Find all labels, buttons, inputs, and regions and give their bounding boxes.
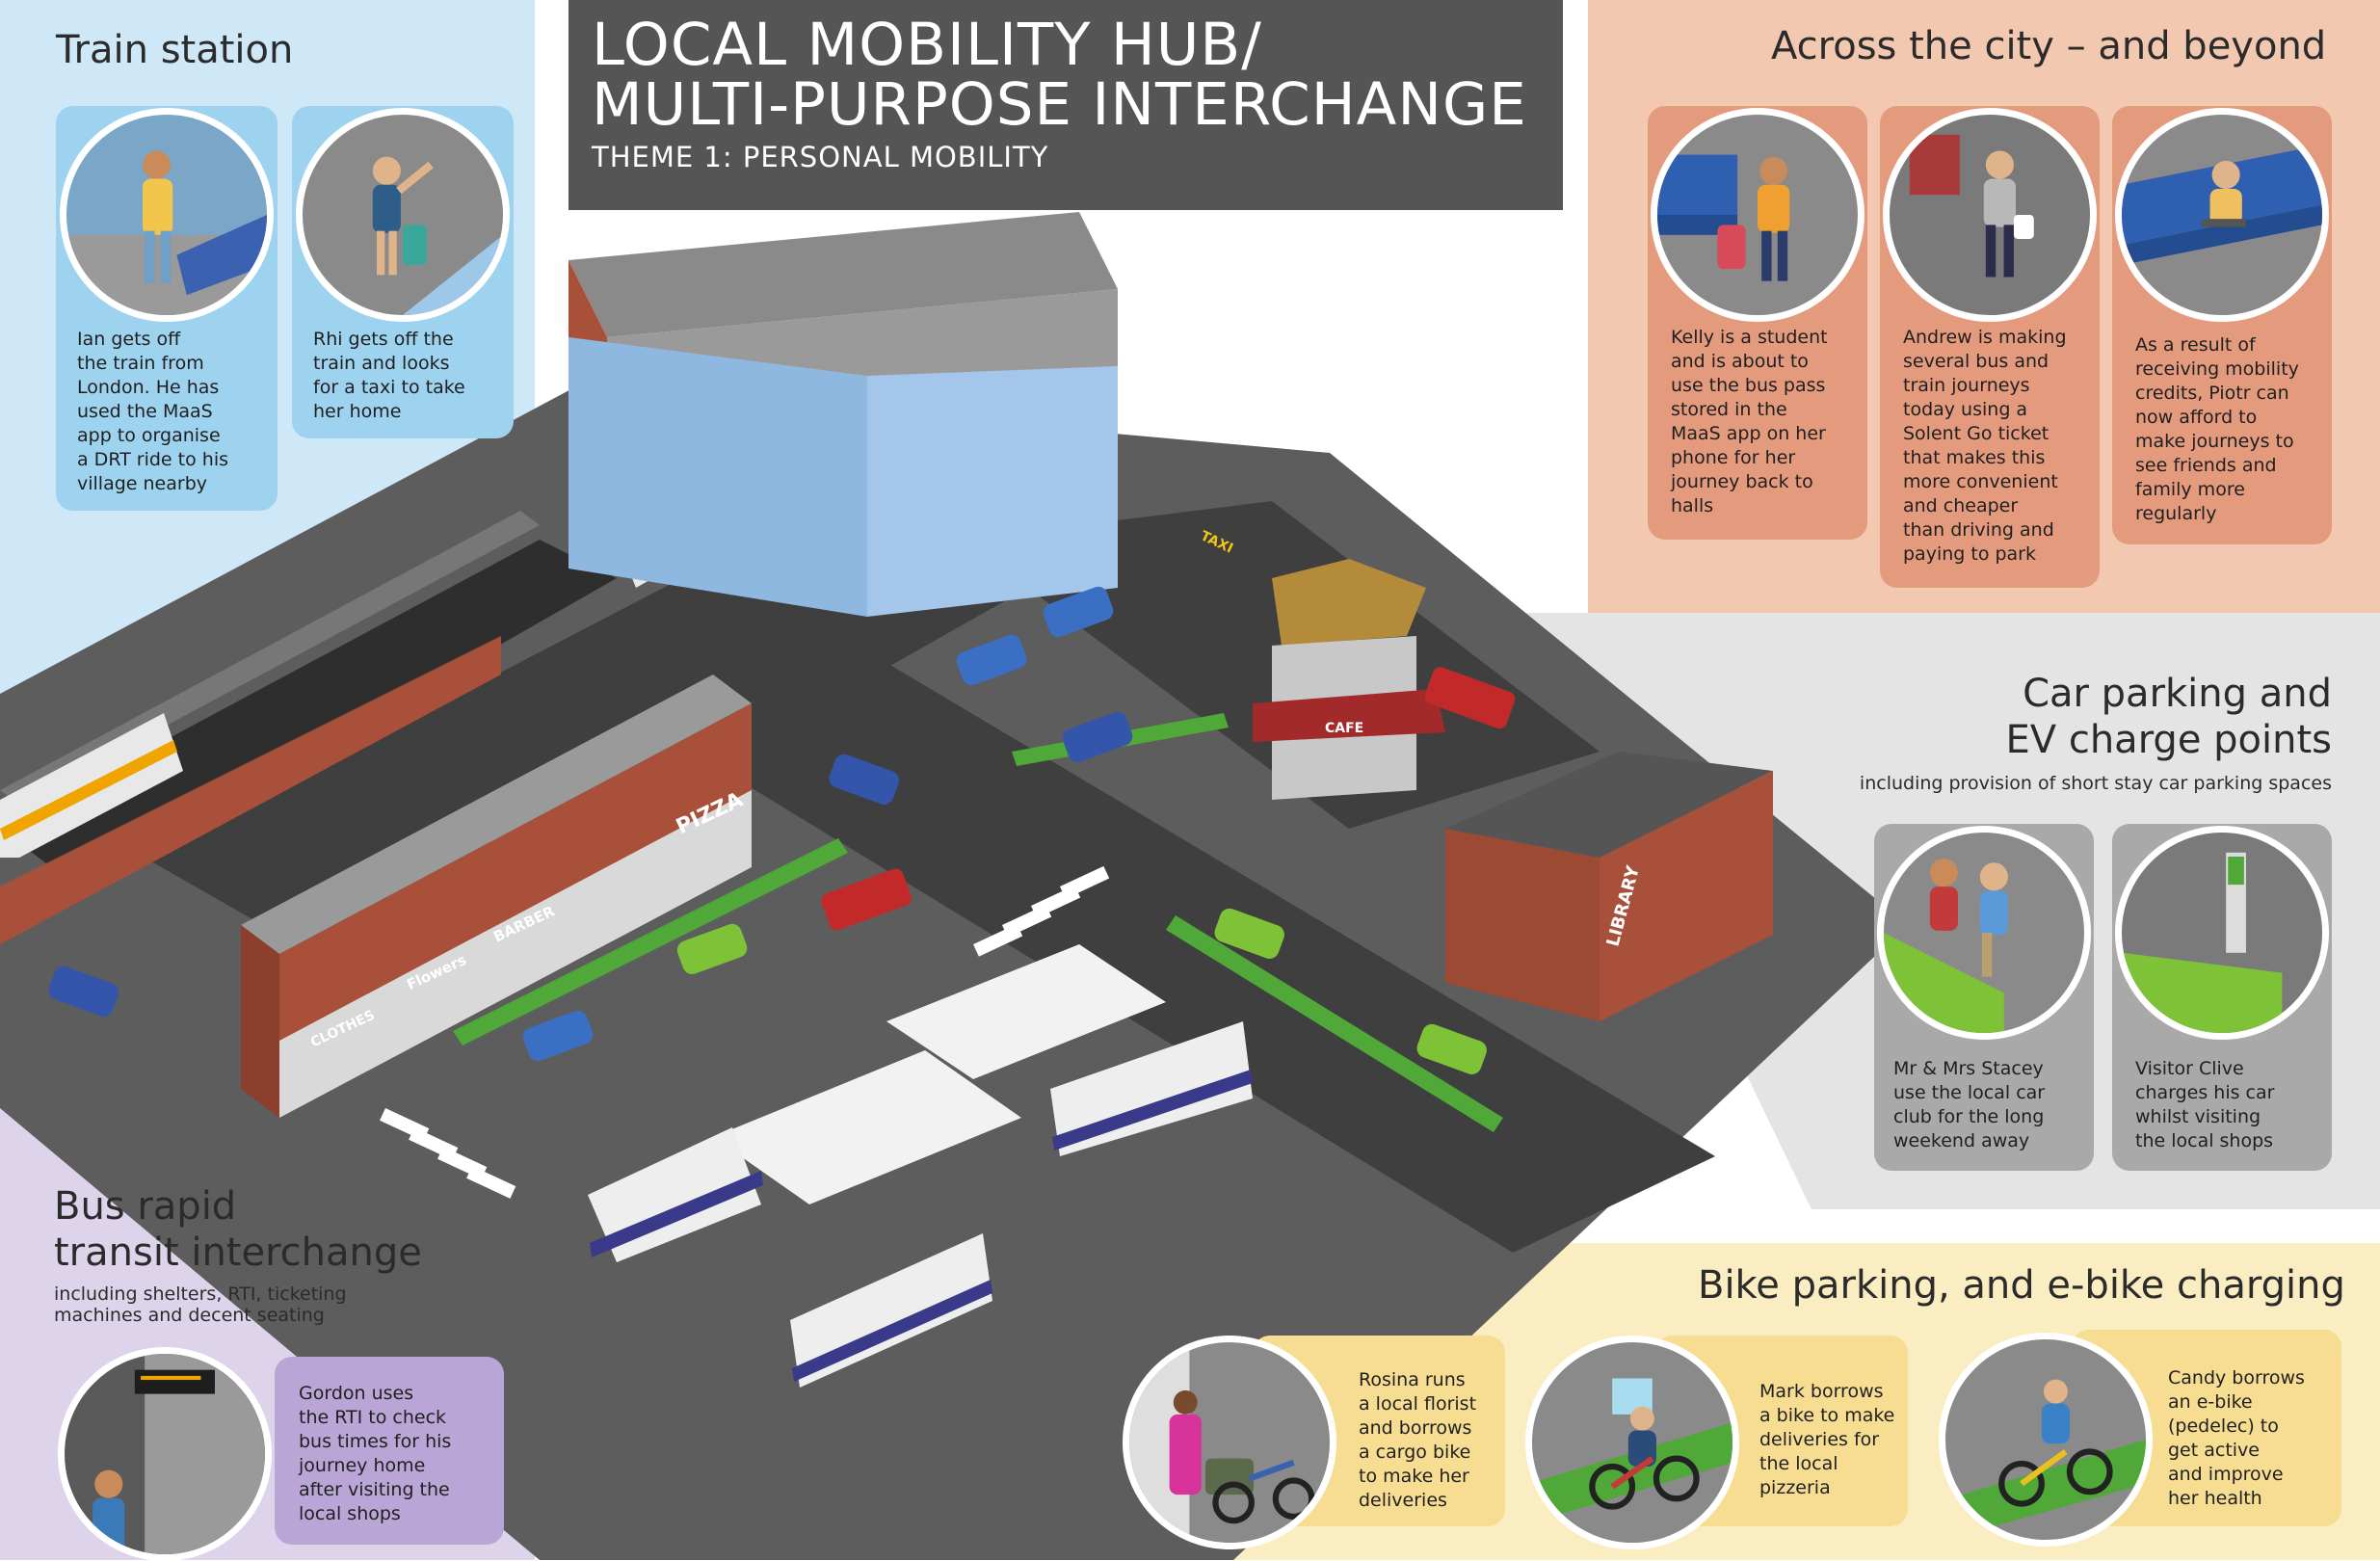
e-bike-icon (1939, 1333, 2153, 1547)
shop-row-side (241, 925, 279, 1118)
traveller-phone-icon (60, 108, 274, 322)
traveller-luggage-icon (296, 108, 510, 322)
library-roof (1445, 752, 1773, 858)
bus-interchange-subheading: including shelters, RTI, ticketing machi… (54, 1283, 347, 1326)
railway-wall (0, 636, 501, 944)
student-bag-icon (1651, 108, 1864, 322)
car-green-2 (1214, 908, 1284, 959)
car-blue-5 (522, 1010, 594, 1062)
bus-interchange-heading: Bus rapid transit interchange (54, 1184, 422, 1275)
cargo-bike-icon (1123, 1336, 1336, 1549)
bus-shelter-2 (886, 944, 1166, 1079)
railway-track (0, 540, 617, 886)
bus-card-gordon (275, 1357, 504, 1545)
rti-display-icon (58, 1347, 272, 1561)
car-green-1 (676, 923, 748, 975)
car-green-3 (1416, 1023, 1487, 1074)
shop-row-roof (241, 675, 752, 954)
title-box: LOCAL MOBILITY HUB/ MULTI-PURPOSE INTERC… (569, 0, 1563, 210)
bus-3-stripe (792, 1280, 992, 1382)
car-blue-3 (829, 754, 899, 805)
bus-2-stripe (1052, 1070, 1253, 1151)
title-line-1: LOCAL MOBILITY HUB/ (592, 11, 1262, 79)
van-red-2 (1424, 667, 1516, 729)
green-strip-2 (1166, 915, 1503, 1132)
shop-row-ground (279, 790, 752, 1118)
zebra-crossing-2 (380, 1108, 516, 1199)
cafe-sign: CAFE (1325, 721, 1364, 736)
bus-shelter-1 (713, 1050, 1021, 1204)
library-side (1600, 771, 1773, 1021)
delivery-bike-icon (1525, 1336, 1739, 1549)
station-glass-side (867, 366, 1118, 617)
car-blue-4 (1062, 711, 1133, 763)
cafe-awning (1253, 689, 1445, 742)
car-parking-heading: Car parking and EV charge points (2005, 672, 2332, 762)
car-blue-1 (956, 634, 1027, 686)
man-laptop-icon (2115, 108, 2329, 322)
bus-1-stripe (590, 1171, 763, 1257)
green-strip-1 (453, 838, 848, 1045)
library-front (1445, 829, 1600, 1021)
car-club-icon (1877, 826, 2091, 1040)
bike-parking-heading: Bike parking, and e-bike charging (1698, 1263, 2345, 1308)
car-blue-6 (48, 966, 119, 1017)
man-walking-icon (1883, 108, 2097, 322)
ev-charger-icon (2115, 826, 2329, 1040)
theme-subtitle: THEME 1: PERSONAL MOBILITY (592, 141, 1049, 173)
train-left-stripe (0, 740, 177, 840)
cafe-roof (1272, 559, 1426, 646)
zebra-crossing-1 (973, 865, 1110, 957)
station-glass (569, 337, 867, 617)
station-roof (569, 212, 1118, 337)
van-red-1 (821, 868, 912, 931)
car-blue-2 (1043, 586, 1114, 638)
title-line-2: MULTI-PURPOSE INTERCHANGE (592, 70, 1527, 139)
car-parking-subheading: including provision of short stay car pa… (1859, 773, 2332, 794)
train-station-heading: Train station (56, 28, 294, 72)
across-city-heading: Across the city – and beyond (1771, 24, 2327, 68)
